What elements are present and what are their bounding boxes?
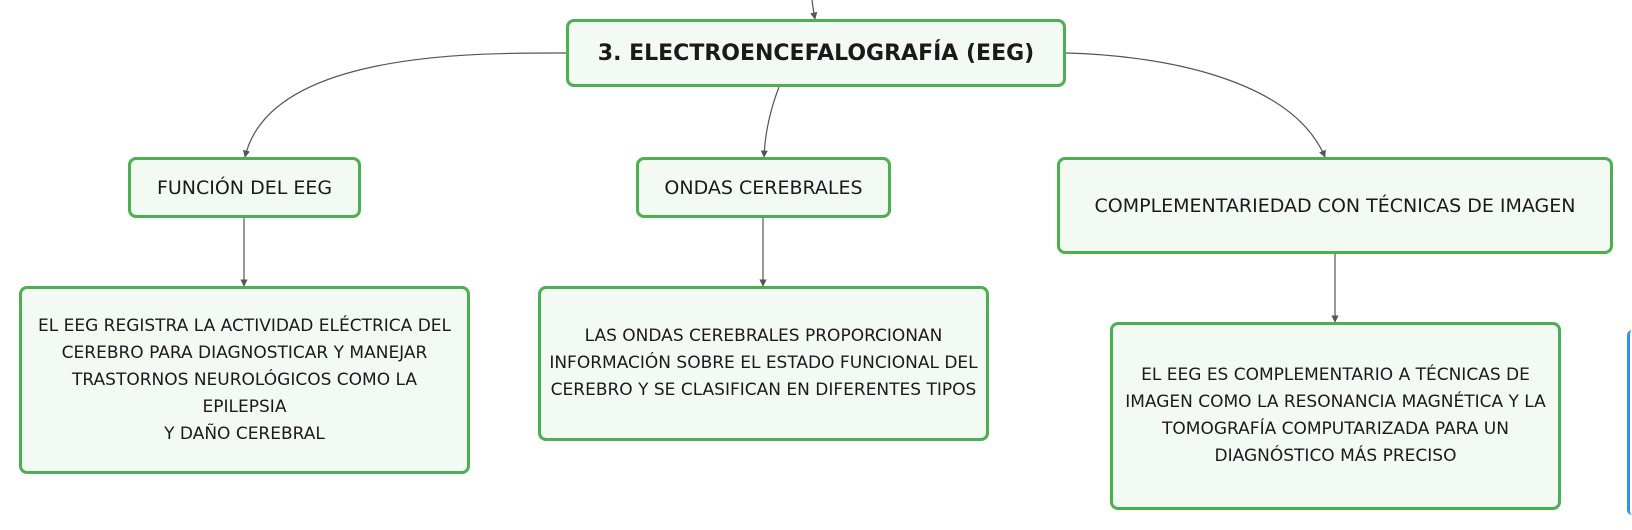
detail-node-funcion-eeg[interactable]: EL EEG REGISTRA LA ACTIVIDAD ELÉCTRICA D… [19,286,470,474]
topic-node-label: FUNCIÓN DEL EEG [156,176,333,199]
topic-node-funcion-eeg[interactable]: FUNCIÓN DEL EEG [128,157,361,218]
topic-node-label: ONDAS CEREBRALES [664,176,863,199]
detail-node-text: LAS ONDAS CEREBRALES PROPORCIONAN INFORM… [549,326,978,400]
connector-root-to-complementariedad [1065,52,1326,158]
connector-root-to-funcion [242,52,567,158]
connector-parent-to-root [810,0,818,20]
topic-node-ondas-cerebrales[interactable]: ONDAS CEREBRALES [636,157,891,218]
root-node[interactable]: 3. ELECTROENCEFALOGRAFÍA (EEG) [566,19,1066,87]
detail-node-ondas-cerebrales[interactable]: LAS ONDAS CEREBRALES PROPORCIONAN INFORM… [538,286,989,441]
detail-node-complementariedad[interactable]: EL EEG ES COMPLEMENTARIO A TÉCNICAS DE I… [1110,322,1561,510]
topic-node-complementariedad[interactable]: COMPLEMENTARIEDAD CON TÉCNICAS DE IMAGEN [1057,157,1613,254]
root-node-label: 3. ELECTROENCEFALOGRAFÍA (EEG) [597,40,1035,66]
topic-node-label: COMPLEMENTARIEDAD CON TÉCNICAS DE IMAGEN [1094,194,1576,217]
detail-node-text: EL EEG ES COMPLEMENTARIO A TÉCNICAS DE I… [1125,365,1546,466]
connector-root-to-ondas [760,86,780,158]
offscreen-node-edge[interactable] [1627,330,1632,515]
detail-node-text: EL EEG REGISTRA LA ACTIVIDAD ELÉCTRICA D… [37,315,452,444]
